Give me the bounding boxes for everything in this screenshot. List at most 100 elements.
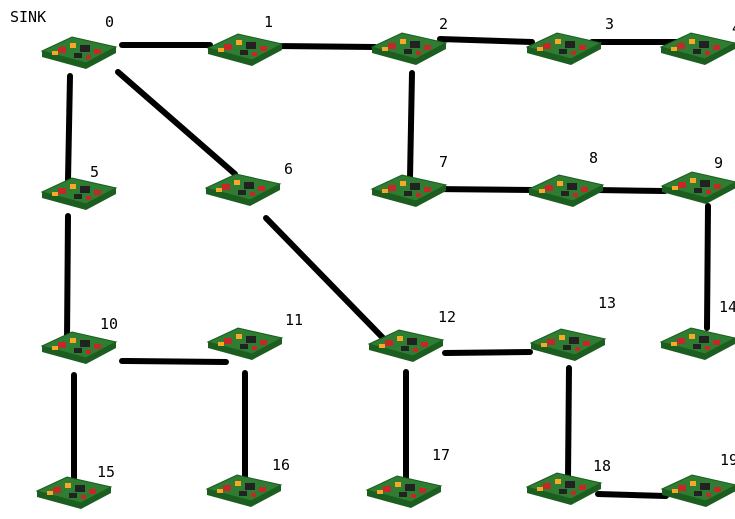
edge-2-7 [410,73,412,178]
node-label-3: 3 [605,15,614,33]
board-component [70,338,76,343]
board-component [69,493,77,498]
board-component [689,334,695,339]
node-label-7: 7 [439,153,448,171]
board-component [678,485,686,491]
board-component [693,344,701,349]
board-component [672,186,678,190]
board-component [424,187,431,192]
board-component [700,483,710,490]
edge-18-19 [598,494,666,496]
board-component [416,193,421,197]
board-component [246,42,256,49]
board-component [575,347,580,351]
edge-10-11 [122,361,226,362]
node-label-10: 10 [100,315,118,333]
board-component [713,340,720,345]
board-component [395,482,401,487]
board-component [561,191,569,196]
sink-label: SINK [10,8,46,26]
board-component [672,489,678,493]
node-label-18: 18 [593,457,611,475]
board-component [557,181,563,186]
node-10: 10 [42,315,118,364]
edge-7-8 [432,189,532,190]
board-component [258,186,265,191]
board-component [75,485,85,492]
node-label-2: 2 [439,15,448,33]
board-component [541,343,547,347]
node-9: 9 [662,154,735,204]
board-component [235,481,241,486]
board-component [70,184,76,189]
board-component [405,484,415,491]
board-component [537,47,543,51]
board-component [699,336,709,343]
board-component [388,185,396,191]
board-component [382,189,388,193]
board-component [240,50,248,55]
board-component [694,188,702,193]
node-8: 8 [529,149,603,207]
board-component [690,481,696,486]
edge-13-18 [568,368,569,478]
board-component [94,344,101,349]
board-component [216,188,222,192]
node-2: 2 [372,15,448,65]
board-component [547,339,555,345]
node-14: 14 [661,298,735,360]
board-component [260,46,267,51]
board-component [74,194,82,199]
board-component [388,43,396,49]
board-component [74,53,82,58]
node-label-6: 6 [284,160,293,178]
board-component [571,491,576,495]
node-label-16: 16 [272,456,290,474]
board-component [81,495,86,499]
board-component [94,49,101,54]
board-component [569,337,579,344]
board-component [240,344,248,349]
board-component [416,51,421,55]
node-5: 5 [42,163,116,210]
board-component [252,52,257,56]
board-component [671,47,677,51]
node-0: 0 [42,13,116,69]
board-component [706,190,711,194]
board-component [224,338,232,344]
board-component [252,346,257,350]
node-label-17: 17 [432,446,450,464]
board-component [218,342,224,346]
board-component [94,190,101,195]
board-component [565,481,575,488]
board-component [397,336,403,341]
board-component [410,183,420,190]
board-component [379,344,385,348]
board-component [559,335,565,340]
board-component [383,486,391,492]
board-component [250,192,255,196]
board-component [52,192,58,196]
board-component [251,493,256,497]
edge-1-2 [276,46,375,47]
board-component [713,45,720,50]
board-component [559,49,567,54]
board-component [89,489,96,494]
board-component [86,196,91,200]
board-component [246,336,256,343]
board-component [407,338,417,345]
board-component [80,186,90,193]
board-component [421,342,428,347]
board-component [217,489,223,493]
board-component [218,48,224,52]
board-component [224,44,232,50]
board-component [579,45,586,50]
board-component [399,492,407,497]
node-label-15: 15 [97,463,115,481]
board-component [573,193,578,197]
edge-9-14 [707,206,708,328]
board-component [693,49,701,54]
board-component [53,487,61,493]
board-component [58,188,66,194]
